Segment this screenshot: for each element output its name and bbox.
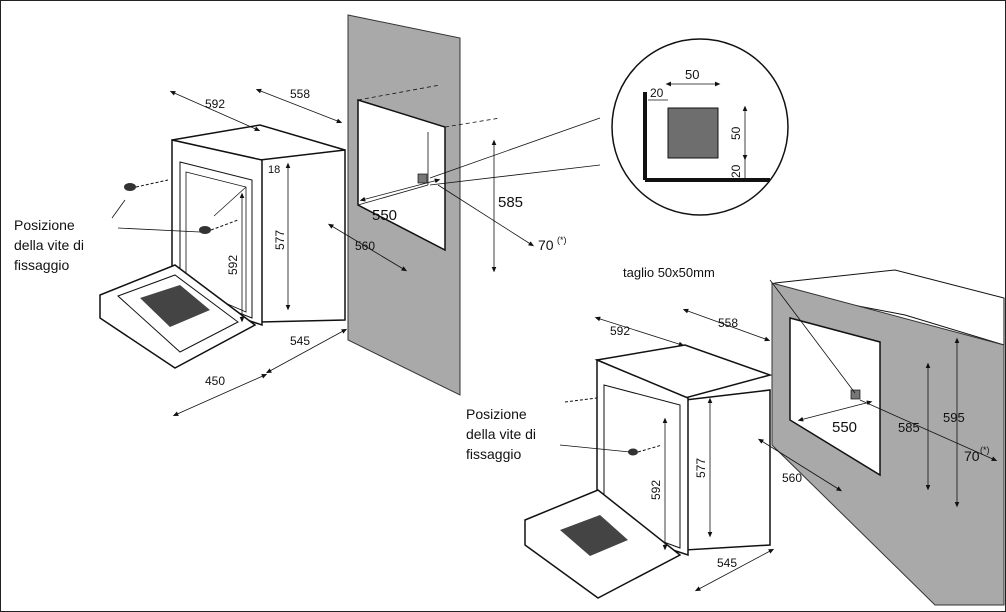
dim-niche-width: 560 xyxy=(355,239,375,253)
dim-door-height-right: 592 xyxy=(649,480,663,500)
screw-position-label-left: Posizione della vite di fissaggio xyxy=(14,215,84,275)
dim-base-depth-right: 545 xyxy=(717,556,737,570)
dim-niche-width-right: 560 xyxy=(782,471,802,485)
screw-label-line-1: Posizione xyxy=(466,406,527,422)
dim-base-depth: 545 xyxy=(290,334,310,348)
niche-opening-left xyxy=(357,98,446,252)
dim-niche-outer-height-right: 595 xyxy=(943,410,965,425)
cutout-square-right xyxy=(850,389,861,400)
screw-label-line-3: fissaggio xyxy=(14,257,70,273)
door-glass-left xyxy=(140,285,210,327)
dim-oven-depth: 558 xyxy=(290,87,310,101)
dim-frame-depth: 18 xyxy=(268,164,280,176)
screw-icon xyxy=(628,444,663,456)
dim-oven-width: 592 xyxy=(205,97,225,111)
dim-niche-inner: 550 xyxy=(372,207,397,224)
screw-label-line-2: della vite di xyxy=(14,237,85,253)
dim-vent-note-right: (*) xyxy=(980,445,990,455)
screw-label-line-1: Posizione xyxy=(14,217,75,233)
screw-icon xyxy=(199,219,239,234)
cutout-square-detail xyxy=(667,107,719,159)
dim-oven-height: 577 xyxy=(273,230,287,250)
dim-oven-width-right: 592 xyxy=(610,324,630,338)
dim-niche-inner-right: 550 xyxy=(832,419,857,436)
dim-oven-depth-right: 558 xyxy=(718,316,738,330)
dim-door-height: 592 xyxy=(226,255,240,275)
dim-vent: 70 xyxy=(538,237,554,253)
dim-vent-note: (*) xyxy=(557,235,567,245)
dim-base-width: 450 xyxy=(205,374,225,388)
cutout-caption: taglio 50x50mm xyxy=(623,265,715,280)
dim-niche-height: 585 xyxy=(498,194,523,211)
callout-dim-right: 50 xyxy=(729,126,743,140)
callout-dim-bottom: 20 xyxy=(729,164,743,178)
dim-vent-right: 70 xyxy=(964,448,980,464)
screw-position-label-right: Posizione della vite di fissaggio xyxy=(466,404,536,464)
cutout-square-left xyxy=(417,173,428,184)
screw-icon xyxy=(124,179,169,191)
door-glass-right xyxy=(560,515,628,556)
callout-dim-left: 20 xyxy=(650,86,664,100)
screw-label-line-3: fissaggio xyxy=(466,446,522,462)
dim-niche-height-right: 585 xyxy=(898,420,920,435)
dim-oven-height-right: 577 xyxy=(694,458,708,478)
niche-opening-right xyxy=(789,317,881,477)
screw-label-line-2: della vite di xyxy=(466,426,537,442)
callout-dim-top: 50 xyxy=(685,67,699,82)
